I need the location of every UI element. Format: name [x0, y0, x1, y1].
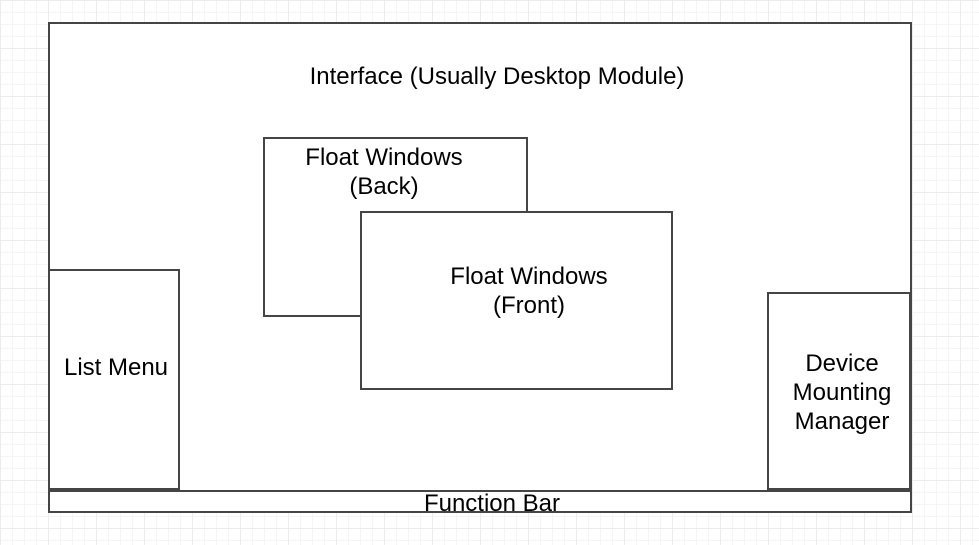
interface-box-label-text: Interface (Usually Desktop Module)	[309, 63, 685, 90]
float-windows-front-label: Float Windows (Front)	[429, 262, 629, 320]
float-windows-front-box[interactable]: Float Windows (Front)	[360, 211, 673, 390]
device-mounting-manager-label-line3: Manager	[794, 408, 890, 435]
float-windows-front-label-line1: Float Windows	[450, 263, 608, 290]
device-mounting-manager-label: Device Mounting Manager	[742, 349, 942, 436]
function-bar-box[interactable]: Function Bar	[48, 490, 912, 517]
list-menu-box[interactable]: List Menu	[48, 269, 180, 490]
float-windows-back-label: Float Windows (Back)	[284, 143, 484, 201]
interface-box-label: Interface (Usually Desktop Module)	[297, 62, 697, 91]
device-mounting-manager-label-line2: Mounting	[792, 379, 892, 406]
float-windows-front-label-line2: (Front)	[493, 292, 565, 319]
device-mounting-manager-box[interactable]: Device Mounting Manager	[767, 292, 911, 490]
function-bar-label: Function Bar	[392, 489, 592, 518]
float-windows-back-label-line1: Float Windows	[305, 144, 463, 171]
device-mounting-manager-label-line1: Device	[805, 350, 879, 377]
float-windows-back-label-line2: (Back)	[349, 173, 419, 200]
function-bar-label-text: Function Bar	[423, 490, 561, 517]
